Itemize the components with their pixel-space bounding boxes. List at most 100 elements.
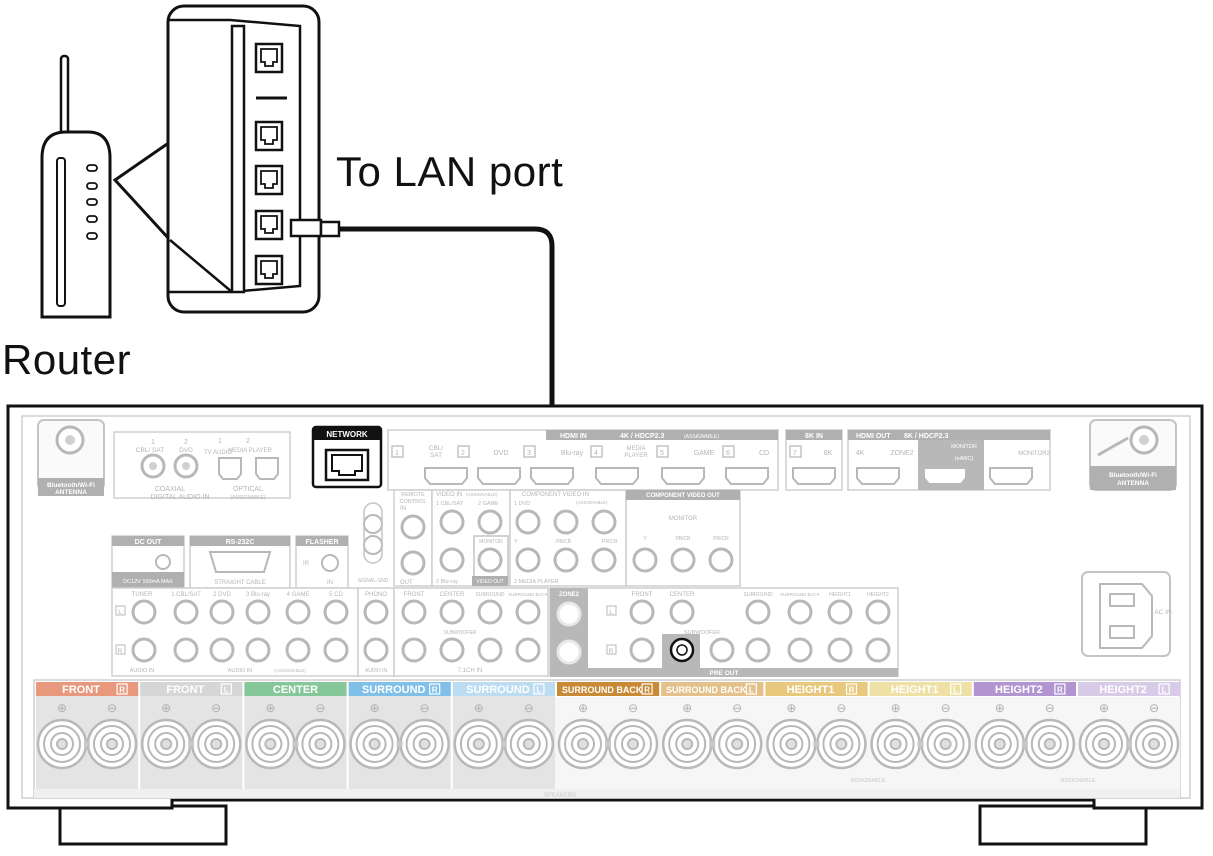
svg-text:3: 3 bbox=[527, 450, 531, 457]
svg-text:7: 7 bbox=[793, 450, 797, 457]
audio-in-game: 4 GAME bbox=[287, 592, 310, 598]
speaker-channel-label: HEIGHT2 bbox=[995, 684, 1043, 696]
component-in-media: 2 MEDIA PLAYER bbox=[514, 579, 559, 585]
speaker-side-box bbox=[1158, 683, 1170, 695]
speaker-terminal-bridge bbox=[813, 741, 820, 747]
hdmi-in-media: MEDIA bbox=[626, 446, 645, 452]
speakers-assignable-1: ASSIGNABLE bbox=[851, 778, 886, 784]
speaker-terminal-ring bbox=[472, 738, 485, 750]
component-out-monitor: MONITOR bbox=[669, 516, 698, 522]
hdmi-out-monitor-earc-2: (eARC) bbox=[955, 456, 974, 462]
optical-label-media: MEDIA PLAYER bbox=[228, 448, 272, 454]
speaker-channel-header bbox=[869, 682, 972, 696]
hdmi-8k-label: 8K bbox=[824, 450, 833, 457]
speaker-side-label: L bbox=[749, 686, 754, 695]
component-in-pr: PR/CR bbox=[602, 539, 618, 545]
speaker-terminal-bridge bbox=[188, 741, 195, 747]
speaker-channel: CENTER⊕⊖ bbox=[244, 682, 347, 789]
speaker-terminal-bridge bbox=[396, 741, 403, 747]
video-out-label: VIDEO OUT bbox=[476, 579, 504, 585]
speaker-side-label: L bbox=[1162, 686, 1167, 695]
flasher-label: FLASHER bbox=[305, 539, 338, 546]
speaker-terminal-ring bbox=[681, 738, 694, 750]
speaker-side-label: L bbox=[953, 686, 958, 695]
plus-icon: ⊕ bbox=[370, 701, 380, 715]
digital-audio-in: 1 CBL/ SAT 2 DVD 1 TV AUDIO 2 MEDIA PLAY… bbox=[113, 431, 291, 501]
component-in-pb: PB/CB bbox=[556, 539, 572, 545]
preout-left-label: L bbox=[609, 609, 613, 616]
antenna-left-label-1: Bluetooth/Wi-Fi bbox=[47, 482, 95, 489]
video-in-cbl: 1 CBL/SAT bbox=[436, 501, 464, 507]
speaker-terminal-ring bbox=[1098, 738, 1110, 750]
speaker-channel-header bbox=[36, 682, 139, 696]
plus-icon: ⊕ bbox=[474, 701, 484, 715]
preout-right-label: R bbox=[609, 648, 614, 655]
speaker-terminal-ring bbox=[627, 738, 639, 750]
plus-icon: ⊕ bbox=[57, 701, 67, 715]
speaker-channel-label: CENTER bbox=[273, 684, 318, 696]
speaker-channel-header bbox=[661, 682, 764, 696]
hdmi-out-spec: 8K / HDCP2.3 bbox=[904, 433, 948, 440]
speakers-label: SPEAKERS bbox=[544, 793, 576, 799]
speaker-side-label: R bbox=[432, 686, 438, 695]
multi-in-label: 7.1CH IN bbox=[458, 668, 483, 674]
speaker-terminal-bridge bbox=[292, 741, 299, 747]
zoom-callout-lines bbox=[112, 140, 172, 242]
router-lan-ports bbox=[254, 42, 284, 286]
speaker-channel-label: SURROUND BACK bbox=[666, 685, 747, 695]
phono-label: PHONO bbox=[365, 592, 387, 598]
rs232c-cable-label: STRAIGHT CABLE bbox=[214, 580, 266, 586]
audio-in-section-label: AUDIO IN bbox=[228, 668, 252, 674]
speaker-side-box bbox=[745, 683, 757, 695]
antenna-left-label-2: ANTENNA bbox=[55, 489, 87, 496]
speaker-terminal-ring bbox=[264, 738, 277, 750]
router-zoom-panel bbox=[112, 4, 321, 314]
audio-in-assignable: (ASSIGNABLE) bbox=[274, 668, 306, 673]
router-port-4 bbox=[254, 254, 284, 286]
audio-right-label: R bbox=[118, 648, 123, 655]
component-out-pb: PB/CB bbox=[675, 536, 691, 542]
router-port-2 bbox=[254, 164, 284, 196]
speakers-assignable-2: ASSIGNABLE bbox=[1061, 778, 1096, 784]
minus-icon: ⊖ bbox=[315, 701, 325, 715]
audio-in-cd: 5 CD bbox=[329, 592, 343, 598]
speaker-channel-label: FRONT bbox=[166, 684, 204, 696]
component-in-assignable: (ASSIGNABLE) bbox=[576, 500, 608, 505]
digital-in-label-2: 2 bbox=[184, 439, 188, 446]
component-out-pr: PR/CR bbox=[713, 536, 729, 542]
to-lan-port-label: To LAN port bbox=[336, 148, 564, 195]
multi-in-surround-back: SURROUND BACK bbox=[508, 592, 548, 597]
audio-left-label: L bbox=[118, 609, 122, 616]
hdmi-out-4k: 4K bbox=[856, 450, 865, 457]
router-antenna bbox=[59, 54, 70, 142]
speaker-channel-header bbox=[557, 682, 660, 696]
preout-height2: HEIGHT2 bbox=[867, 592, 889, 598]
speaker-terminal-ring bbox=[314, 738, 327, 750]
speaker-terminal-ring bbox=[418, 738, 431, 750]
minus-icon: ⊖ bbox=[1045, 701, 1055, 715]
multi-in-surround: SURROUND bbox=[476, 592, 505, 598]
receiver-foot-right bbox=[978, 804, 1148, 846]
speaker-terminal-ring bbox=[889, 738, 902, 750]
minus-icon: ⊖ bbox=[107, 701, 117, 715]
receiver-foot-left bbox=[58, 804, 228, 846]
flasher-ir-label: IR bbox=[303, 561, 310, 567]
router-body bbox=[40, 130, 112, 319]
optical-label-1: 1 bbox=[218, 438, 222, 445]
plus-icon: ⊕ bbox=[682, 701, 692, 715]
minus-icon: ⊖ bbox=[1149, 701, 1159, 715]
router-slot bbox=[56, 157, 66, 307]
speaker-channel-label: HEIGHT1 bbox=[891, 684, 939, 696]
remote-out-label: OUT bbox=[400, 580, 413, 586]
speaker-channel-header bbox=[244, 682, 347, 696]
component-out-label: COMPONENT VIDEO OUT bbox=[646, 493, 720, 499]
antenna-right-label-2: ANTENNA bbox=[1117, 480, 1149, 487]
plus-icon: ⊕ bbox=[578, 701, 588, 715]
lan-plug-router bbox=[289, 218, 341, 238]
